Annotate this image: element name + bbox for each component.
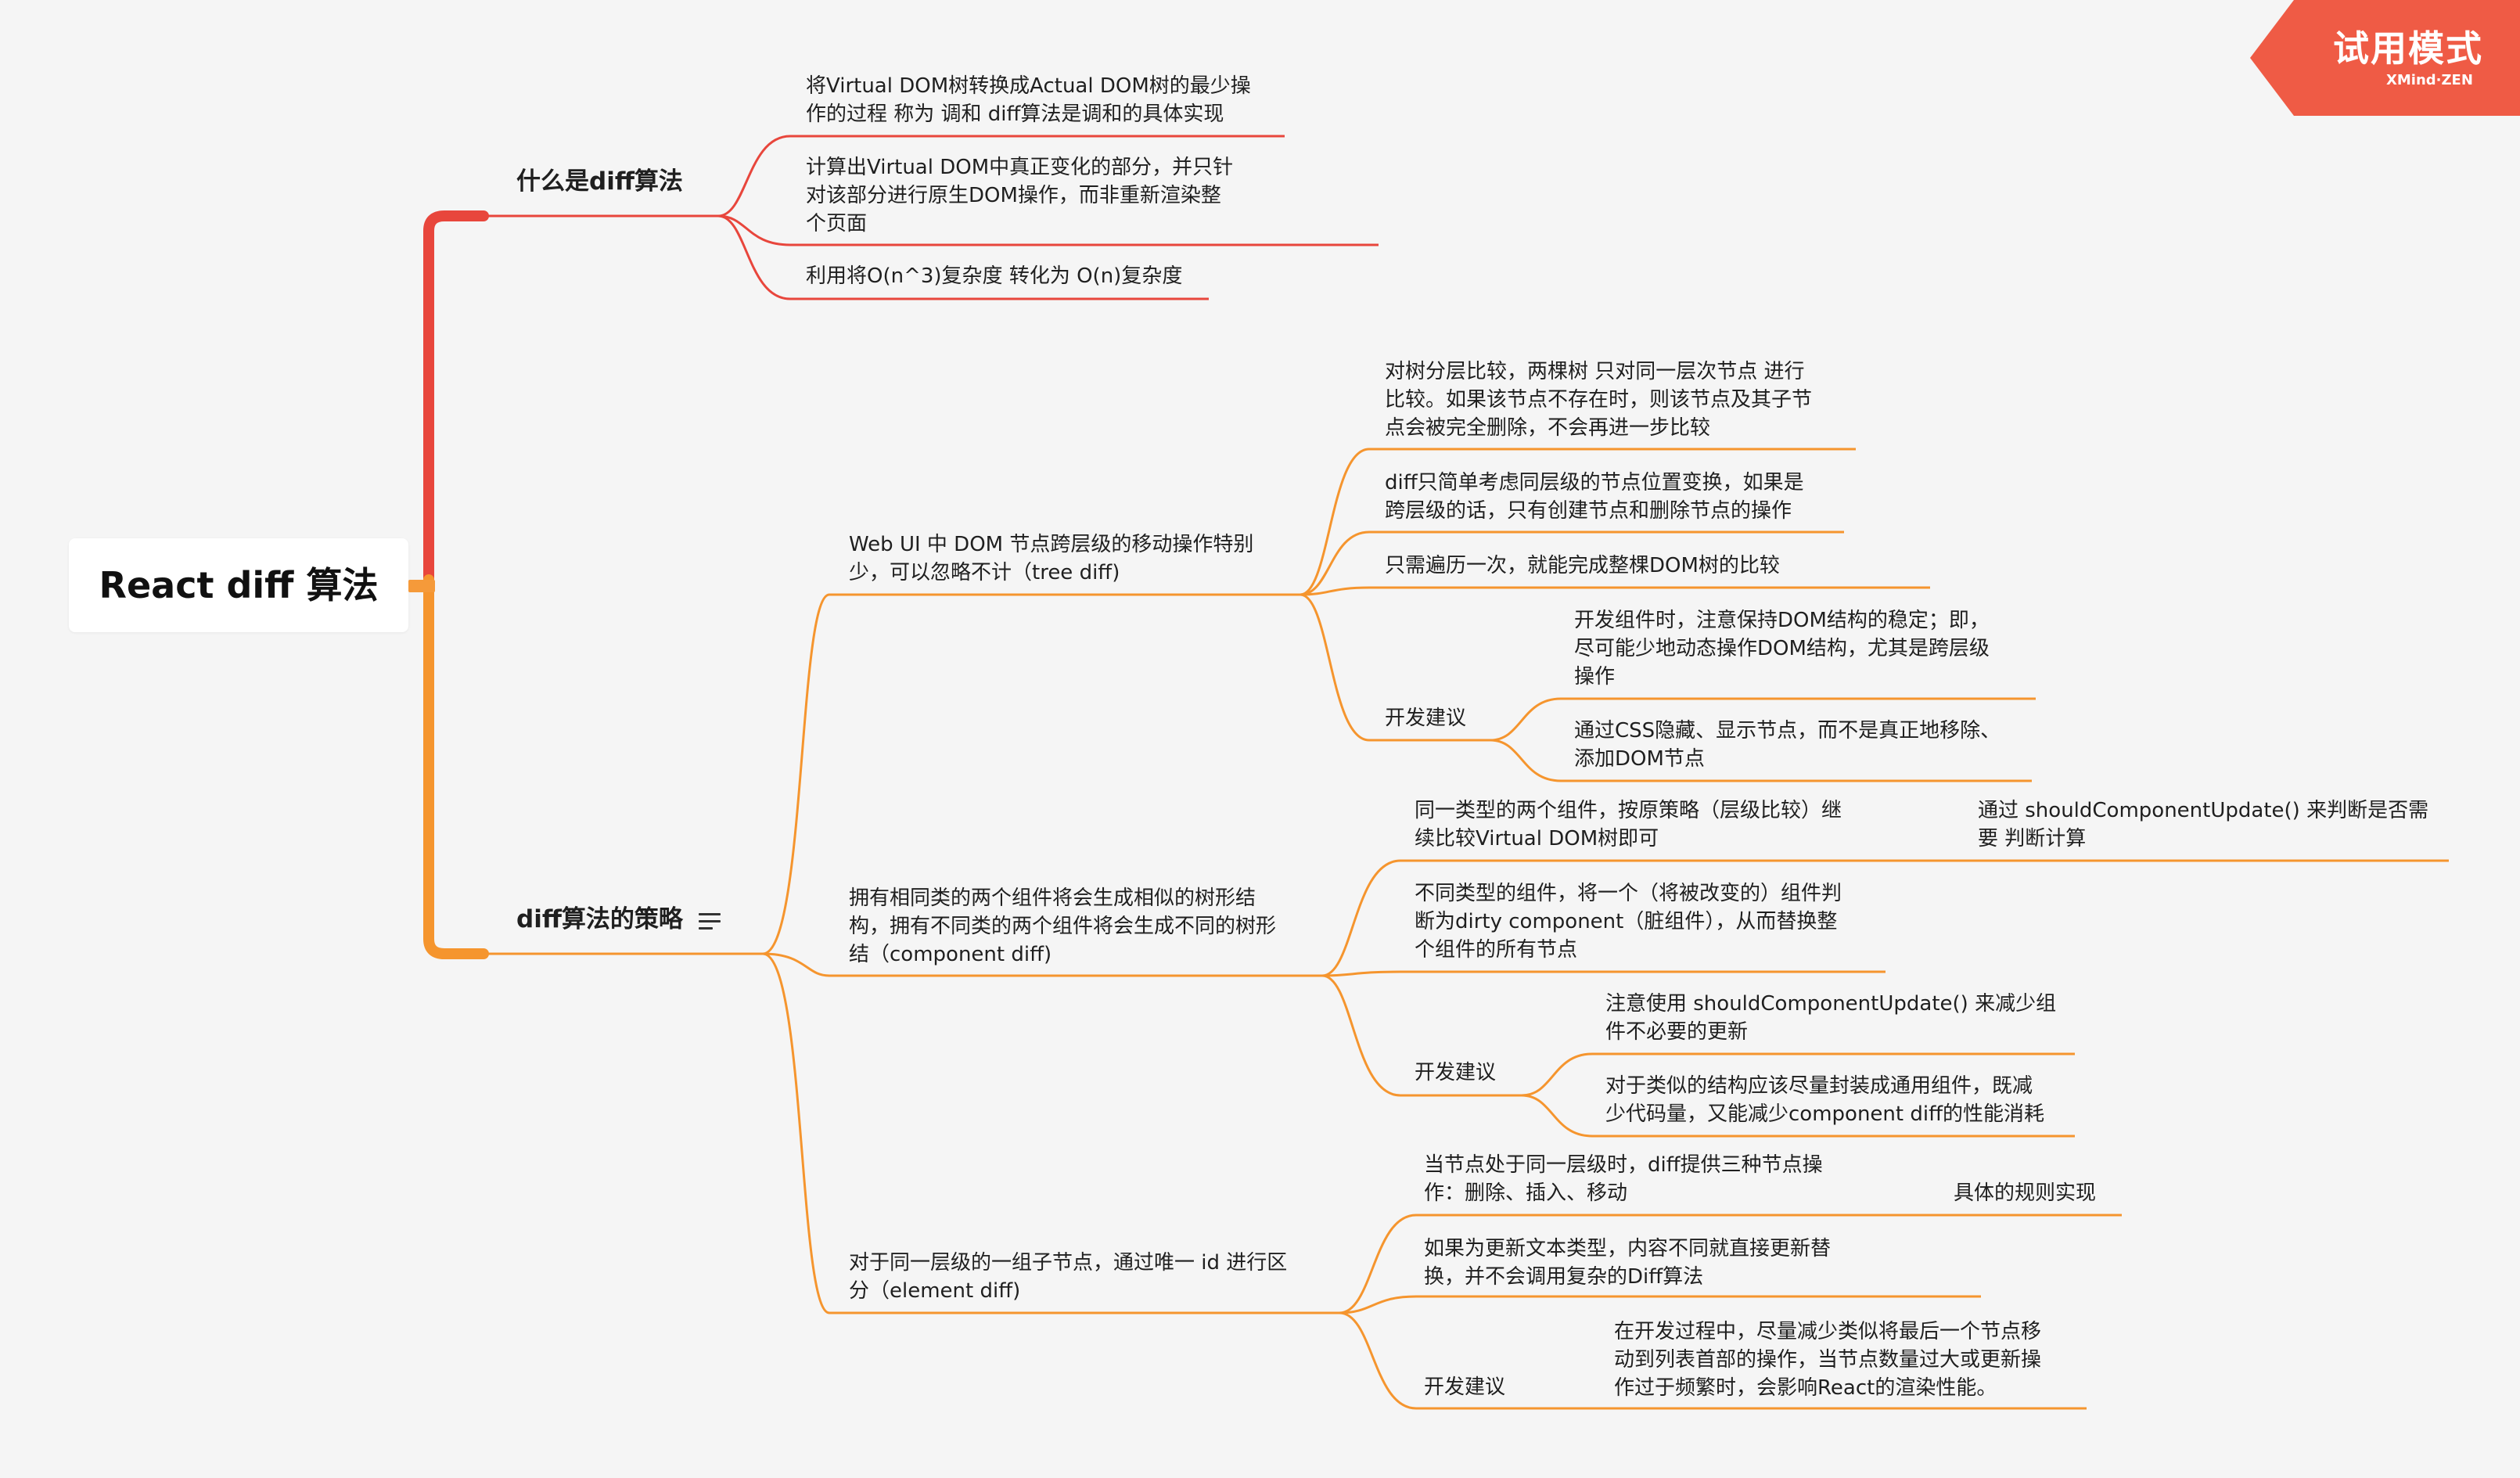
component-item-2-line-1: 不同类型的组件，将一个（将被改变的）组件判	[1415, 882, 1842, 905]
notes-icon[interactable]	[699, 908, 721, 934]
root-topic-label: React diff 算法	[99, 564, 379, 606]
element-diff-line-2: 分（element diff)	[849, 1279, 1021, 1303]
what-item-2-line-1: 计算出Virtual DOM中真正变化的部分，并只针	[806, 156, 1234, 179]
tree-item-2-line-2: 跨层级的话，只有创建节点和删除节点的操作	[1385, 499, 1792, 523]
what-item-2-line-3: 个页面	[806, 212, 868, 236]
tree-item-1-line-1: 对树分层比较，两棵树 只对同一层次节点 进行	[1385, 360, 1805, 383]
tree-item-2-line-1: diff只简单考虑同层级的节点位置变换，如果是	[1385, 471, 1804, 494]
what-item-1-line-1: 将Virtual DOM树转换成Actual DOM树的最少操	[806, 74, 1251, 98]
component-diff-line-2: 构，拥有不同类的两个组件将会生成不同的树形	[849, 915, 1277, 938]
what-branch-lines	[484, 135, 1379, 300]
component-advice-2-line-1: 对于类似的结构应该尽量封装成通用组件，既减	[1605, 1074, 2033, 1098]
component-advice-label[interactable]: 开发建议	[1415, 1061, 1497, 1084]
tree-diff-line-2: 少，可以忽略不计（tree diff)	[849, 561, 1120, 584]
trunk-orange	[423, 574, 489, 959]
root-connector-stub	[408, 580, 435, 592]
component-advice-1-line-2: 件不必要的更新	[1605, 1020, 1749, 1044]
what-item-3-line-1: 利用将O(n^3)复杂度 转化为 O(n)复杂度	[806, 264, 1183, 288]
tree-item-3-line-1: 只需遍历一次，就能完成整棵DOM树的比较	[1385, 554, 1780, 577]
tree-advice-1-line-3: 操作	[1574, 665, 1616, 689]
component-advice-1-line-1: 注意使用 shouldComponentUpdate() 来减少组	[1605, 992, 2057, 1016]
topic-what-is-diff[interactable]: 什么是diff算法	[516, 167, 683, 196]
element-item-2-line-1: 如果为更新文本类型，内容不同就直接更新替	[1424, 1237, 1832, 1260]
component-item-2-line-3: 个组件的所有节点	[1415, 938, 1578, 962]
element-item-1-line-1: 当节点处于同一层级时，diff提供三种节点操	[1424, 1153, 1823, 1177]
what-item-1-line-2: 作的过程 称为 调和 diff算法是调和的具体实现	[806, 102, 1224, 126]
tree-advice-1-line-2: 尽可能少地动态操作DOM结构，尤其是跨层级	[1574, 637, 1990, 660]
tree-diff-line-1: Web UI 中 DOM 节点跨层级的移动操作特别	[849, 533, 1254, 556]
tree-advice-1-line-1: 开发组件时，注意保持DOM结构的稳定；即，	[1574, 609, 1990, 632]
element-item-1-line-2: 作：删除、插入、移动	[1424, 1181, 1628, 1205]
topic-diff-strategy[interactable]: diff算法的策略	[516, 905, 683, 933]
element-item-1-child-line-1: 具体的规则实现	[1954, 1181, 2097, 1205]
element-advice-1-line-1: 在开发过程中，尽量减少类似将最后一个节点移	[1614, 1320, 2042, 1343]
component-advice-2-line-2: 少代码量，又能减少component diff的性能消耗	[1605, 1102, 2044, 1126]
element-advice-1-line-2: 动到列表首部的操作，当节点数量过大或更新操	[1614, 1348, 2042, 1372]
tree-advice-label[interactable]: 开发建议	[1385, 707, 1467, 730]
strategy-branch-lines	[484, 448, 2449, 1410]
element-advice-1-line-3: 作过于频繁时，会影响React的渲染性能。	[1614, 1376, 1997, 1400]
trial-mode-title: 试用模式	[2333, 27, 2483, 70]
component-item-2-line-2: 断为dirty component（脏组件），从而替换整	[1415, 910, 1838, 933]
element-advice-label[interactable]: 开发建议	[1424, 1376, 1506, 1399]
what-item-2-line-2: 对该部分进行原生DOM操作，而非重新渲染整	[806, 184, 1221, 207]
tree-advice-2-line-2: 添加DOM节点	[1574, 747, 1705, 771]
component-item-1-child-line-2: 要 判断计算	[1978, 827, 2087, 850]
component-diff-line-1: 拥有相同类的两个组件将会生成相似的树形结	[849, 886, 1256, 910]
root-topic-box[interactable]	[69, 538, 408, 632]
tree-item-1-line-2: 比较。如果该节点不存在时，则该节点及其子节	[1385, 388, 1813, 412]
tree-item-1-line-3: 点会被完全删除，不会再进一步比较	[1385, 416, 1711, 440]
element-item-2-line-2: 换，并不会调用复杂的Diff算法	[1424, 1265, 1704, 1289]
component-item-1-child-line-1: 通过 shouldComponentUpdate() 来判断是否需	[1978, 799, 2429, 822]
component-item-1-line-1: 同一类型的两个组件，按原策略（层级比较）继	[1415, 799, 1842, 822]
tree-advice-2-line-1: 通过CSS隐藏、显示节点，而不是真正地移除、	[1574, 719, 2001, 743]
xmind-zen-label: XMind·ZEN	[2386, 72, 2473, 88]
trial-mode-badge[interactable]	[2247, 0, 2520, 116]
element-diff-line-1: 对于同一层级的一组子节点，通过唯一 id 进行区	[849, 1251, 1288, 1275]
component-item-1-line-2: 续比较Virtual DOM树即可	[1415, 827, 1659, 850]
trunk-red	[423, 210, 489, 585]
component-diff-line-3: 结（component diff)	[849, 943, 1052, 966]
